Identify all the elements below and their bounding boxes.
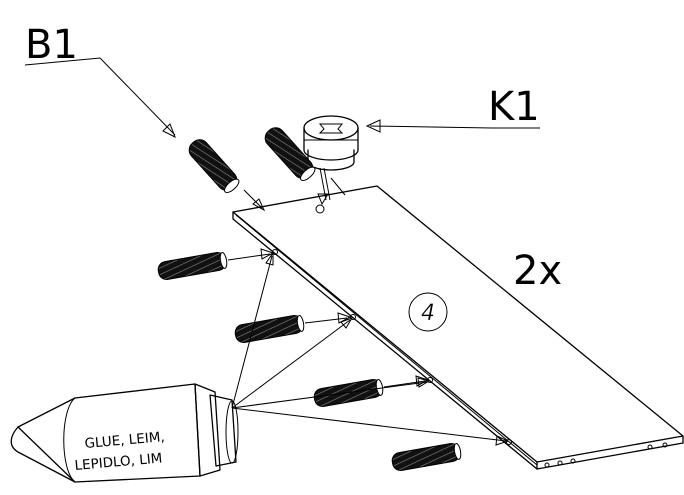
- quantity-label: 2x: [513, 248, 562, 294]
- dowel-top-right: [264, 127, 316, 182]
- panel-holes: [272, 204, 668, 468]
- dowel-top-left: [188, 139, 240, 194]
- dowel-edge-4: [391, 443, 462, 471]
- shelf-panel: 4: [232, 185, 684, 470]
- dowel-edge-2: [234, 312, 352, 343]
- glue-application-lines: [231, 251, 510, 446]
- dowel-label: B1: [25, 22, 78, 68]
- glue-bottle-icon: GLUE, LEIM, LEPIDLO, LIM: [10, 383, 239, 483]
- cam-lock-callout: K1: [365, 84, 540, 133]
- dowel-edge-1: [157, 248, 275, 280]
- glue-label-line1: GLUE, LEIM,: [84, 429, 165, 452]
- dowel-callout: B1: [24, 22, 176, 139]
- cam-lock-label: K1: [488, 84, 540, 130]
- part-number-badge: 4: [408, 292, 448, 332]
- glue-label-line2: LEPIDLO, LIM: [74, 450, 163, 474]
- dowel-edge-3: [313, 375, 430, 407]
- part-number-label: 4: [421, 301, 435, 326]
